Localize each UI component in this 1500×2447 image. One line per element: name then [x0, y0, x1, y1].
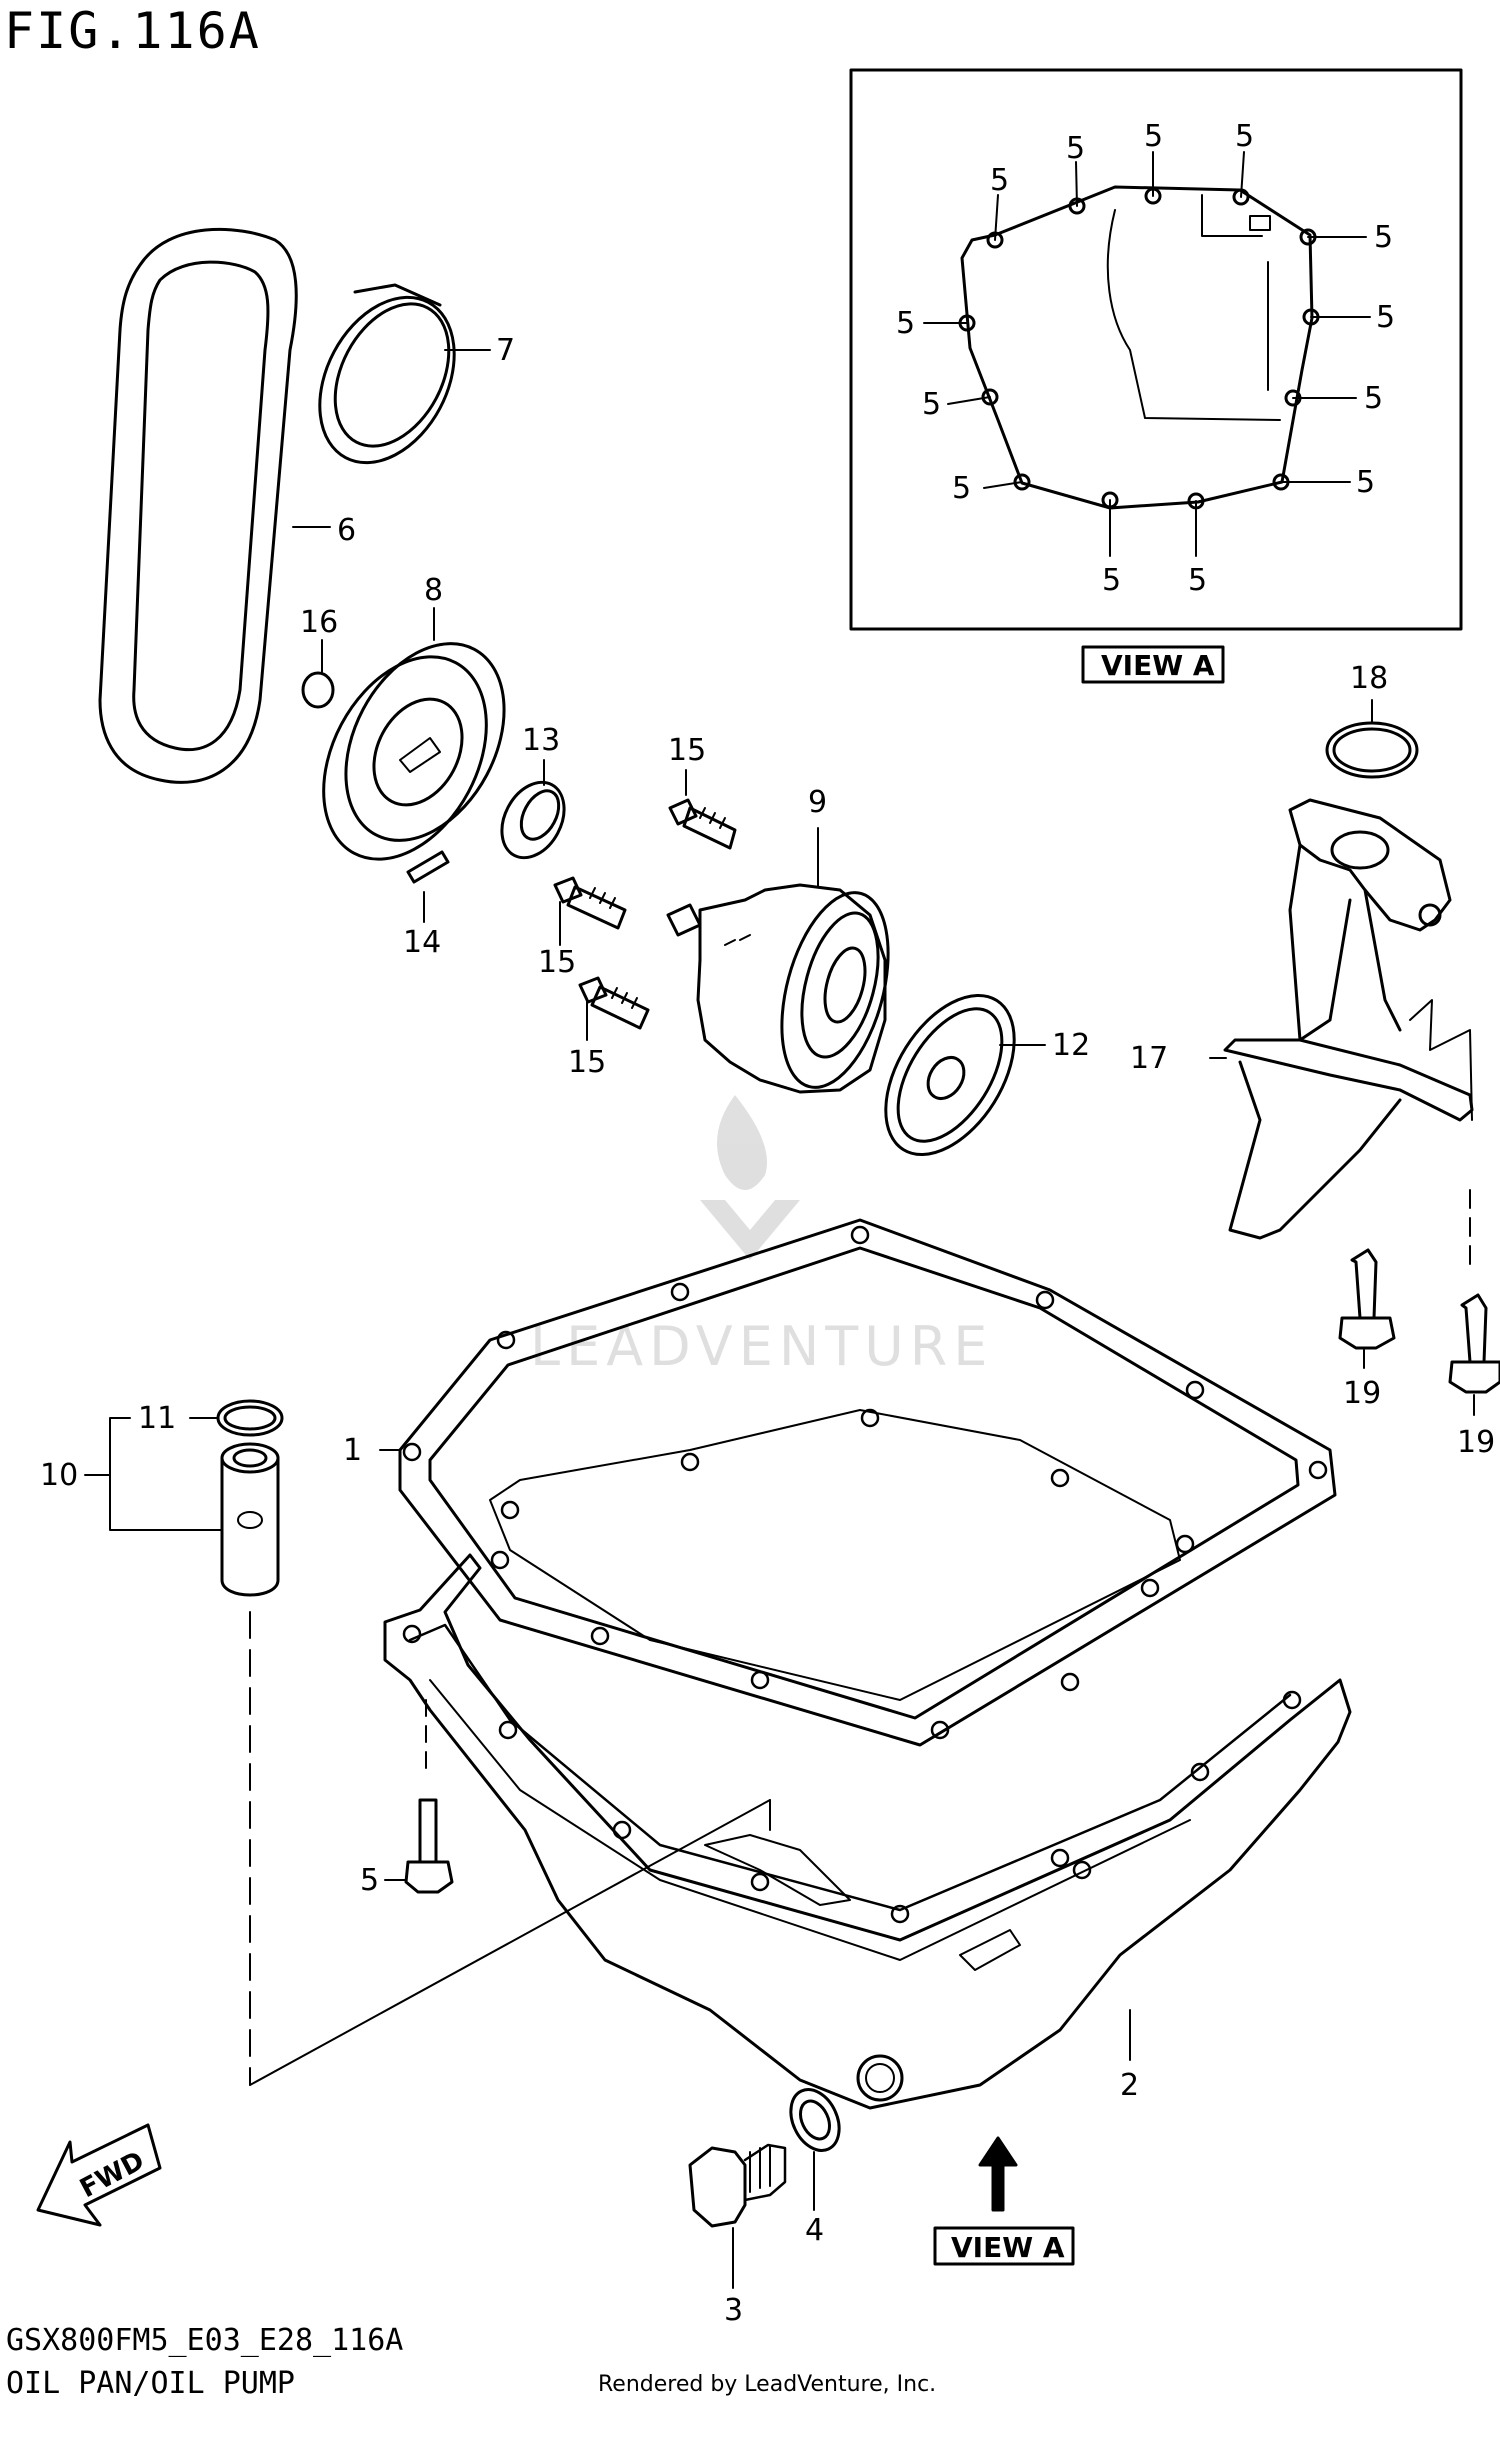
callout-10: 10 — [40, 1458, 78, 1493]
inset-callout: 5 — [1144, 119, 1163, 154]
svg-text:VIEW A: VIEW A — [951, 2231, 1065, 2264]
part-6-chain — [98, 227, 331, 784]
inset-pan-outline — [960, 185, 1314, 510]
part-13-washer — [500, 759, 566, 860]
part-16-clip — [301, 639, 335, 709]
callout-19a: 19 — [1343, 1376, 1381, 1411]
callout-15b: 15 — [538, 945, 576, 980]
inset-callout: 5 — [952, 471, 971, 506]
gasket-bolt-holes — [402, 1225, 1328, 1740]
view-a-label-bottom: VIEW A — [933, 2226, 1075, 2266]
callout-2: 2 — [1120, 2068, 1139, 2103]
callout-18: 18 — [1350, 661, 1388, 696]
callout-3: 3 — [724, 2293, 743, 2328]
view-a-label-inset: VIEW A — [1081, 645, 1225, 684]
figure-title: FIG.116A — [4, 2, 261, 60]
pan-bolt-holes — [402, 1624, 1302, 1924]
callout-11: 11 — [138, 1401, 176, 1436]
callout-15c: 15 — [568, 1045, 606, 1080]
bolt-19b — [1448, 1293, 1500, 1416]
part-5-pan-bolt — [384, 1699, 454, 1894]
callout-8: 8 — [424, 573, 443, 608]
part-11-o-ring — [189, 1399, 284, 1437]
callout-17: 17 — [1130, 1041, 1168, 1076]
inset-callout: 5 — [1376, 300, 1395, 335]
inset-callout: 5 — [1364, 381, 1383, 416]
inset-callout: 5 — [1066, 131, 1085, 166]
part-10-pipe — [84, 1417, 771, 2086]
inset-callout: 5 — [922, 387, 941, 422]
view-a-arrow — [978, 2136, 1018, 2212]
footer-rendered-by: Rendered by LeadVenture, Inc. — [598, 2372, 937, 2397]
callout-12: 12 — [1052, 1028, 1090, 1063]
inset-view-a: 5 5 5 5 5 5 5 5 5 5 5 5 5 — [849, 68, 1463, 631]
callout-6: 6 — [337, 513, 356, 548]
inset-callout: 5 — [896, 306, 915, 341]
inset-callout: 5 — [1374, 220, 1393, 255]
inset-leaders — [923, 151, 1371, 557]
inset-callout: 5 — [1188, 563, 1207, 598]
bolt-19a — [1338, 1248, 1396, 1369]
callout-numbers: 6 7 8 16 13 14 15 15 15 9 12 18 17 19 19… — [40, 333, 1495, 2328]
inset-callout: 5 — [990, 163, 1009, 198]
bolt-15c — [578, 976, 650, 1041]
bolt-15b — [553, 876, 627, 946]
part-18-o-ring — [1325, 699, 1419, 779]
callout-7: 7 — [496, 333, 515, 368]
inset-callout: 5 — [1102, 563, 1121, 598]
part-1-oil-pan-gasket — [379, 1218, 1337, 1747]
watermark: LEADVENTURE — [530, 1095, 993, 1378]
callout-4: 4 — [805, 2213, 824, 2248]
svg-text:VIEW A: VIEW A — [1101, 649, 1215, 682]
inset-callout: 5 — [1235, 119, 1254, 154]
inset-bolt-holes — [958, 187, 1320, 510]
footer-model-code: GSX800FM5_E03_E28_116A — [6, 2323, 404, 2358]
part-8-sprocket — [322, 607, 506, 861]
watermark-text: LEADVENTURE — [530, 1315, 993, 1378]
part-17-oil-strainer — [1209, 798, 1474, 1240]
part-14-pin — [406, 850, 450, 923]
part-3-drain-plug — [688, 2143, 787, 2289]
part-4-gasket-washer — [789, 2088, 841, 2211]
bolt-15a — [668, 769, 737, 850]
callout-16: 16 — [300, 605, 338, 640]
callout-19b: 19 — [1457, 1425, 1495, 1460]
callout-9: 9 — [808, 785, 827, 820]
callout-13: 13 — [522, 723, 560, 758]
part-9-oil-pump — [666, 827, 890, 1094]
part-7-oil-seal — [318, 283, 491, 465]
part-15-bolts — [553, 769, 737, 1041]
callout-14: 14 — [403, 925, 441, 960]
part-12-pump-gasket — [884, 993, 1046, 1157]
inset-callouts: 5 5 5 5 5 5 5 5 5 5 5 5 5 — [896, 119, 1395, 598]
callout-1: 1 — [343, 1433, 362, 1468]
fwd-arrow-icon: FWD — [36, 2123, 162, 2227]
part-2-oil-pan — [383, 1553, 1352, 2110]
callout-5: 5 — [360, 1863, 379, 1898]
part-19-bolts — [1338, 1189, 1500, 1416]
callout-15a: 15 — [668, 733, 706, 768]
footer-diagram-name: OIL PAN/OIL PUMP — [6, 2366, 295, 2401]
inset-callout: 5 — [1356, 465, 1375, 500]
